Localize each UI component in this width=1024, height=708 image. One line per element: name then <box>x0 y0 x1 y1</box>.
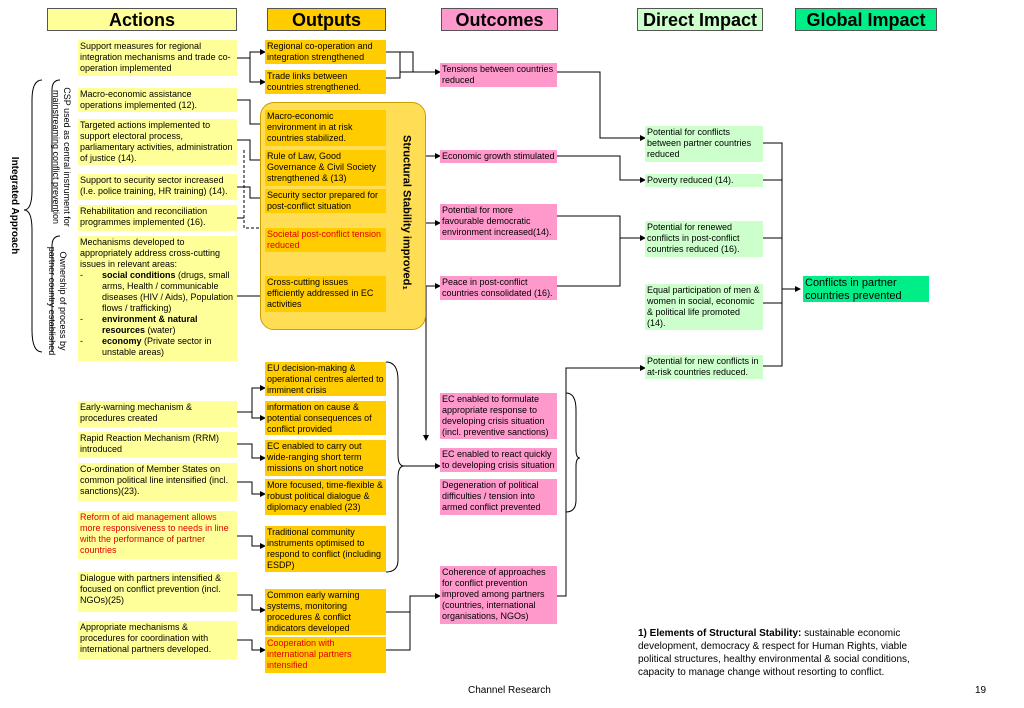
action-regional-integration: Support measures for regional integratio… <box>78 40 237 76</box>
action-macro-economic: Macro-economic assistance operations imp… <box>78 88 237 112</box>
cross-cutting-social-rest: (drugs, small arms, Health / communicabl… <box>102 270 234 313</box>
output-international-cooperation: Cooperation with international partners … <box>265 637 386 673</box>
cross-cutting-economy-rest: (Private sector in unstable areas) <box>102 336 212 357</box>
output-conflict-information: information on cause & potential consequ… <box>265 401 386 435</box>
action-security-sector: Support to security sector increased (I.… <box>78 174 237 200</box>
action-early-warning: Early-warning mechanism & procedures cre… <box>78 401 237 427</box>
action-member-states-coordination: Co-ordination of Member States on common… <box>78 463 237 501</box>
output-rule-of-law: Rule of Law, Good Governance & Civil Soc… <box>265 150 386 186</box>
action-aid-reform: Reform of aid management allows more res… <box>78 511 237 559</box>
footer-source: Channel Research <box>468 685 551 696</box>
action-cross-cutting-intro: Mechanisms developed to appropriately ad… <box>80 237 221 269</box>
outcome-tensions-reduced: Tensions between countries reduced <box>440 63 557 87</box>
header-outcomes: Outcomes <box>441 8 558 31</box>
outcome-armed-conflict-prevented: Degeneration of political difficulties /… <box>440 479 557 515</box>
cross-cutting-economy: - economy (Private sector in unstable are… <box>80 336 235 358</box>
cross-cutting-economy-bold: economy <box>102 336 142 346</box>
header-global-impact: Global Impact <box>795 8 937 31</box>
cross-cutting-environment: - environment & natural resources (water) <box>80 314 235 336</box>
outcome-coherence-approaches: Coherence of approaches for conflict pre… <box>440 566 557 624</box>
impact-poverty-reduced: Poverty reduced (14). <box>645 174 763 187</box>
global-impact-conflicts-prevented: Conflicts in partner countries prevented <box>803 276 929 302</box>
bullet-dash: - <box>80 336 83 346</box>
impact-equal-participation: Equal participation of men & women in so… <box>645 284 763 330</box>
action-rehabilitation: Rehabilitation and reconciliation progra… <box>78 205 237 231</box>
header-direct-impact: Direct Impact <box>637 8 763 31</box>
impact-conflicts-between-partners: Potential for conflicts between partner … <box>645 126 763 162</box>
footnote-text: sustainable economic development, democr… <box>638 628 910 678</box>
footnote: 1) Elements of Structural Stability: sus… <box>638 627 928 679</box>
action-dialogue-partners: Dialogue with partners intensified & foc… <box>78 572 237 612</box>
bullet-dash: - <box>80 270 83 280</box>
outcome-peace-consolidated: Peace in post-conflict countries consoli… <box>440 276 557 300</box>
output-regional-cooperation: Regional co-operation and integration st… <box>265 40 386 64</box>
outcome-react-quickly: EC enabled to react quickly to developin… <box>440 448 557 472</box>
cross-cutting-social: - social conditions (drugs, small arms, H… <box>80 270 235 314</box>
csp-label-line2: mainstreaming conflict prevention <box>51 89 61 225</box>
ownership-label-line1: Ownership of process by <box>58 251 68 351</box>
header-outputs: Outputs <box>267 8 386 31</box>
action-rapid-reaction: Rapid Reaction Mechanism (RRM) introduce… <box>78 432 237 458</box>
action-targeted-electoral: Targeted actions implemented to support … <box>78 119 237 165</box>
output-societal-tension: Societal post-conflict tension reduced <box>265 228 386 252</box>
output-trade-links: Trade links between countries strengthen… <box>265 70 386 94</box>
footnote-label: 1) Elements of Structural Stability: <box>638 628 802 639</box>
impact-new-conflicts: Potential for new conflicts in at-risk c… <box>645 355 763 379</box>
cross-cutting-social-bold: social conditions <box>102 270 176 280</box>
csp-label-line1: CSP used as central instrument for <box>62 87 72 227</box>
outcome-formulate-response: EC enabled to formulate appropriate resp… <box>440 393 557 439</box>
header-actions: Actions <box>47 8 237 31</box>
cross-cutting-environment-rest: (water) <box>145 325 176 335</box>
bullet-dash: - <box>80 314 83 324</box>
outcome-democratic-environment: Potential for more favourable democratic… <box>440 204 557 240</box>
cross-cutting-environment-bold: environment & natural resources <box>102 314 198 335</box>
output-cross-cutting: Cross-cutting issues efficiently address… <box>265 276 386 312</box>
output-political-dialogue: More focused, time-flexible & robust pol… <box>265 479 386 515</box>
csp-label: CSP used as central instrument for mains… <box>50 72 72 242</box>
output-macro-environment: Macro-economic environment in at risk co… <box>265 110 386 146</box>
output-community-instruments: Traditional community instruments optimi… <box>265 526 386 572</box>
outcome-economic-growth: Economic growth stimulated <box>440 150 557 163</box>
impact-renewed-conflicts: Potential for renewed conflicts in post-… <box>645 221 763 257</box>
action-cross-cutting: Mechanisms developed to appropriately ad… <box>78 236 237 361</box>
output-eu-decision-making: EU decision-making & operational centres… <box>265 362 386 396</box>
output-early-warning-systems: Common early warning systems, monitoring… <box>265 589 386 635</box>
action-coordination-mechanisms: Appropriate mechanisms & procedures for … <box>78 621 237 659</box>
ownership-label-line2: partner country established <box>47 246 57 356</box>
ownership-label: Ownership of process by partner country … <box>46 236 68 366</box>
output-short-term-missions: EC enabled to carry out wide-ranging sho… <box>265 440 386 476</box>
output-security-sector: Security sector prepared for post-confli… <box>265 189 386 213</box>
integrated-approach-label: Integrated Approach <box>9 156 21 255</box>
page-number: 19 <box>975 685 987 696</box>
structural-stability-label: Structural Stability improved₁ <box>400 135 413 290</box>
